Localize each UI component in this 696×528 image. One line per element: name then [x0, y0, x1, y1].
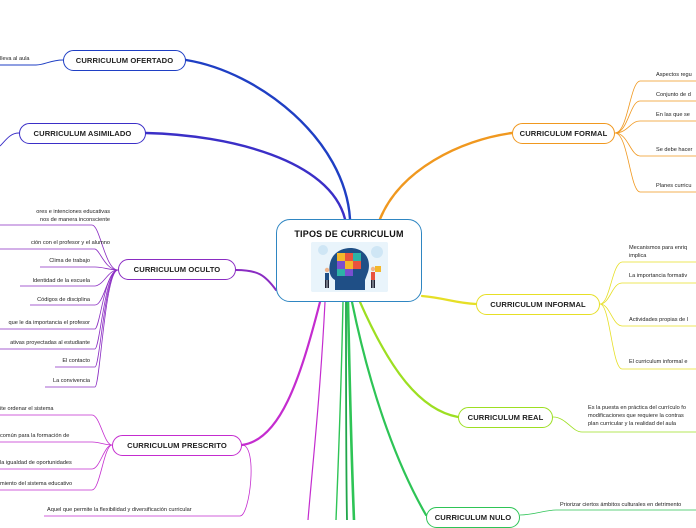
central-illustration — [311, 242, 388, 292]
leaf-oculto-1[interactable]: nos de manera inconsciente — [40, 217, 110, 223]
leaf-prescrito-4[interactable]: Aquel que permite la flexibilidad y dive… — [47, 507, 192, 513]
leaf-formal-0[interactable]: Aspectos regu — [656, 72, 692, 78]
leaf-oculto-0[interactable]: ores e intenciones educativas — [36, 209, 110, 215]
leaf-nulo-0[interactable]: Priorizar ciertos ámbitos culturales en … — [560, 502, 682, 508]
branch-asimilado[interactable]: CURRICULUM ASIMILADO — [19, 123, 146, 144]
leaf-real-0[interactable]: Es la puesta en práctica del currículo f… — [588, 405, 686, 411]
connector-nulo-b — [346, 300, 356, 520]
connector-asimilado — [144, 131, 347, 221]
leaf-informal-2[interactable]: La importancia formativ — [629, 273, 688, 279]
head-puzzle-icon — [311, 242, 388, 292]
connector-oculto — [235, 269, 277, 291]
leaf-real-2[interactable]: plan curricular y la realidad del aula — [588, 421, 676, 427]
connector-formal — [378, 131, 514, 221]
leaf-informal-0[interactable]: Mecanismos para enriq — [629, 245, 688, 251]
leaf-prescrito-2[interactable]: la igualdad de oportunidades — [0, 460, 72, 466]
leaf-oculto-5[interactable]: Códigos de disciplina — [37, 297, 90, 303]
connector-real — [358, 300, 460, 419]
leaf-oculto-8[interactable]: El contacto — [62, 358, 90, 364]
leaf-informal-4[interactable]: El curriculum informal e — [629, 359, 688, 365]
leaf-formal-4[interactable]: Planes curricu — [656, 183, 692, 189]
leaf-oculto-9[interactable]: La convivencia — [52, 378, 90, 384]
leaf-formal-3[interactable]: Se debe hacer — [656, 147, 693, 153]
leaf-formal-1[interactable]: Conjunto de d — [656, 92, 691, 98]
connector-nulo-d — [335, 301, 344, 520]
branch-real[interactable]: CURRICULUM REAL — [458, 407, 553, 428]
connector-prescrito-b — [307, 301, 326, 520]
branch-nulo[interactable]: CURRICULUM NULO — [426, 507, 520, 528]
leaf-oculto-2[interactable]: ción con el profesor y el alumno — [31, 240, 110, 246]
connector-ofertado — [184, 58, 352, 221]
leaf-oculto-6[interactable]: que le da importancia el profesor — [8, 320, 90, 326]
leaf-oculto-7[interactable]: ativas proyectadas al estudiante — [10, 340, 90, 346]
leaf-prescrito-0[interactable]: ite ordenar el sistema — [0, 406, 54, 412]
connector-informal — [420, 294, 478, 306]
central-topic[interactable]: TIPOS DE CURRICULUM — [276, 219, 422, 302]
central-title: TIPOS DE CURRICULUM — [294, 229, 404, 239]
leaf-informal-3[interactable]: Actividades propias de l — [629, 317, 689, 323]
leaf-oculto-4[interactable]: Identidad de la escuela — [32, 278, 90, 284]
branch-ofertado[interactable]: CURRICULUM OFERTADO — [63, 50, 186, 71]
leaf-formal-2[interactable]: En las que se — [656, 112, 690, 118]
branch-oculto[interactable]: CURRICULUM OCULTO — [118, 259, 236, 280]
leaf-oculto-3[interactable]: Clima de trabajo — [49, 258, 90, 264]
leaf-ofertado-0[interactable]: lleva al aula — [0, 56, 30, 62]
leaf-prescrito-3[interactable]: miento del sistema educativo — [0, 481, 73, 487]
leaf-real-1[interactable]: modificaciones que requiere la contras — [588, 413, 684, 419]
connector-prescrito — [240, 300, 322, 447]
connector-nulo-a — [350, 300, 428, 517]
connector-nulo-c — [345, 301, 348, 520]
branch-prescrito[interactable]: CURRICULUM PRESCRITO — [112, 435, 242, 456]
branch-informal[interactable]: CURRICULUM INFORMAL — [476, 294, 600, 315]
leaf-informal-1[interactable]: implica — [629, 253, 647, 259]
leaf-prescrito-1[interactable]: común para la formación de — [0, 433, 70, 439]
branch-formal[interactable]: CURRICULUM FORMAL — [512, 123, 615, 144]
